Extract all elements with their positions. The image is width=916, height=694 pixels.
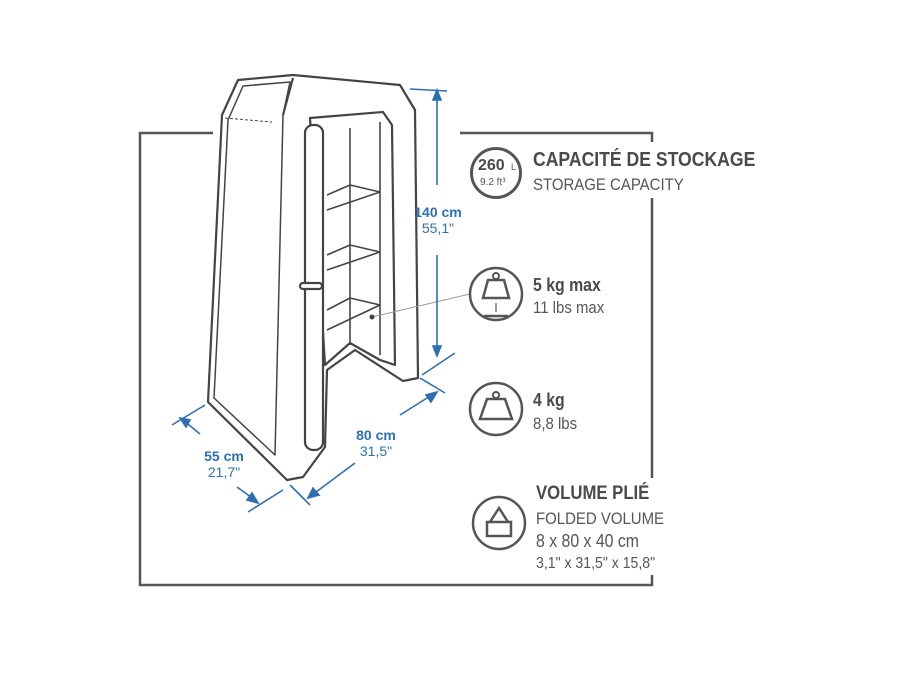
weight-title: 4 kg xyxy=(533,390,565,410)
dimension-lines xyxy=(171,87,456,513)
width-in-label: 31,5" xyxy=(359,443,393,459)
capacity-icon: 260 L 9.2 ft³ xyxy=(470,147,522,199)
depth-in-label: 21,7" xyxy=(207,464,241,480)
wardrobe-drawing xyxy=(206,73,420,482)
folded-size-cm: 8 x 80 x 40 cm xyxy=(536,531,640,551)
width-cm-label: 80 cm xyxy=(356,427,396,443)
spec-frame xyxy=(138,131,654,587)
capacity-badge-unit: L xyxy=(511,162,517,172)
max-load-subtitle: 11 lbs max xyxy=(533,298,605,317)
folded-bag-icon xyxy=(471,495,527,551)
folded-title: VOLUME PLIÉ xyxy=(536,483,650,504)
max-load-title: 5 kg max xyxy=(533,275,601,295)
folded-subtitle: FOLDED VOLUME xyxy=(536,509,665,528)
capacity-badge-sub: 9.2 ft³ xyxy=(480,177,506,188)
weight-icon xyxy=(468,381,524,437)
folded-size-in: 3,1" x 31,5" x 15,8" xyxy=(536,555,656,572)
capacity-title: CAPACITÉ DE STOCKAGE xyxy=(533,149,756,171)
weight-subtitle: 8,8 lbs xyxy=(533,414,578,433)
capacity-subtitle: STORAGE CAPACITY xyxy=(533,175,684,194)
shelf-weight-icon xyxy=(468,266,524,322)
height-in-label: 55,1" xyxy=(421,220,455,236)
capacity-badge-value: 260 xyxy=(478,157,505,174)
depth-cm-label: 55 cm xyxy=(204,448,244,464)
height-cm-label: 140 cm xyxy=(414,204,462,220)
